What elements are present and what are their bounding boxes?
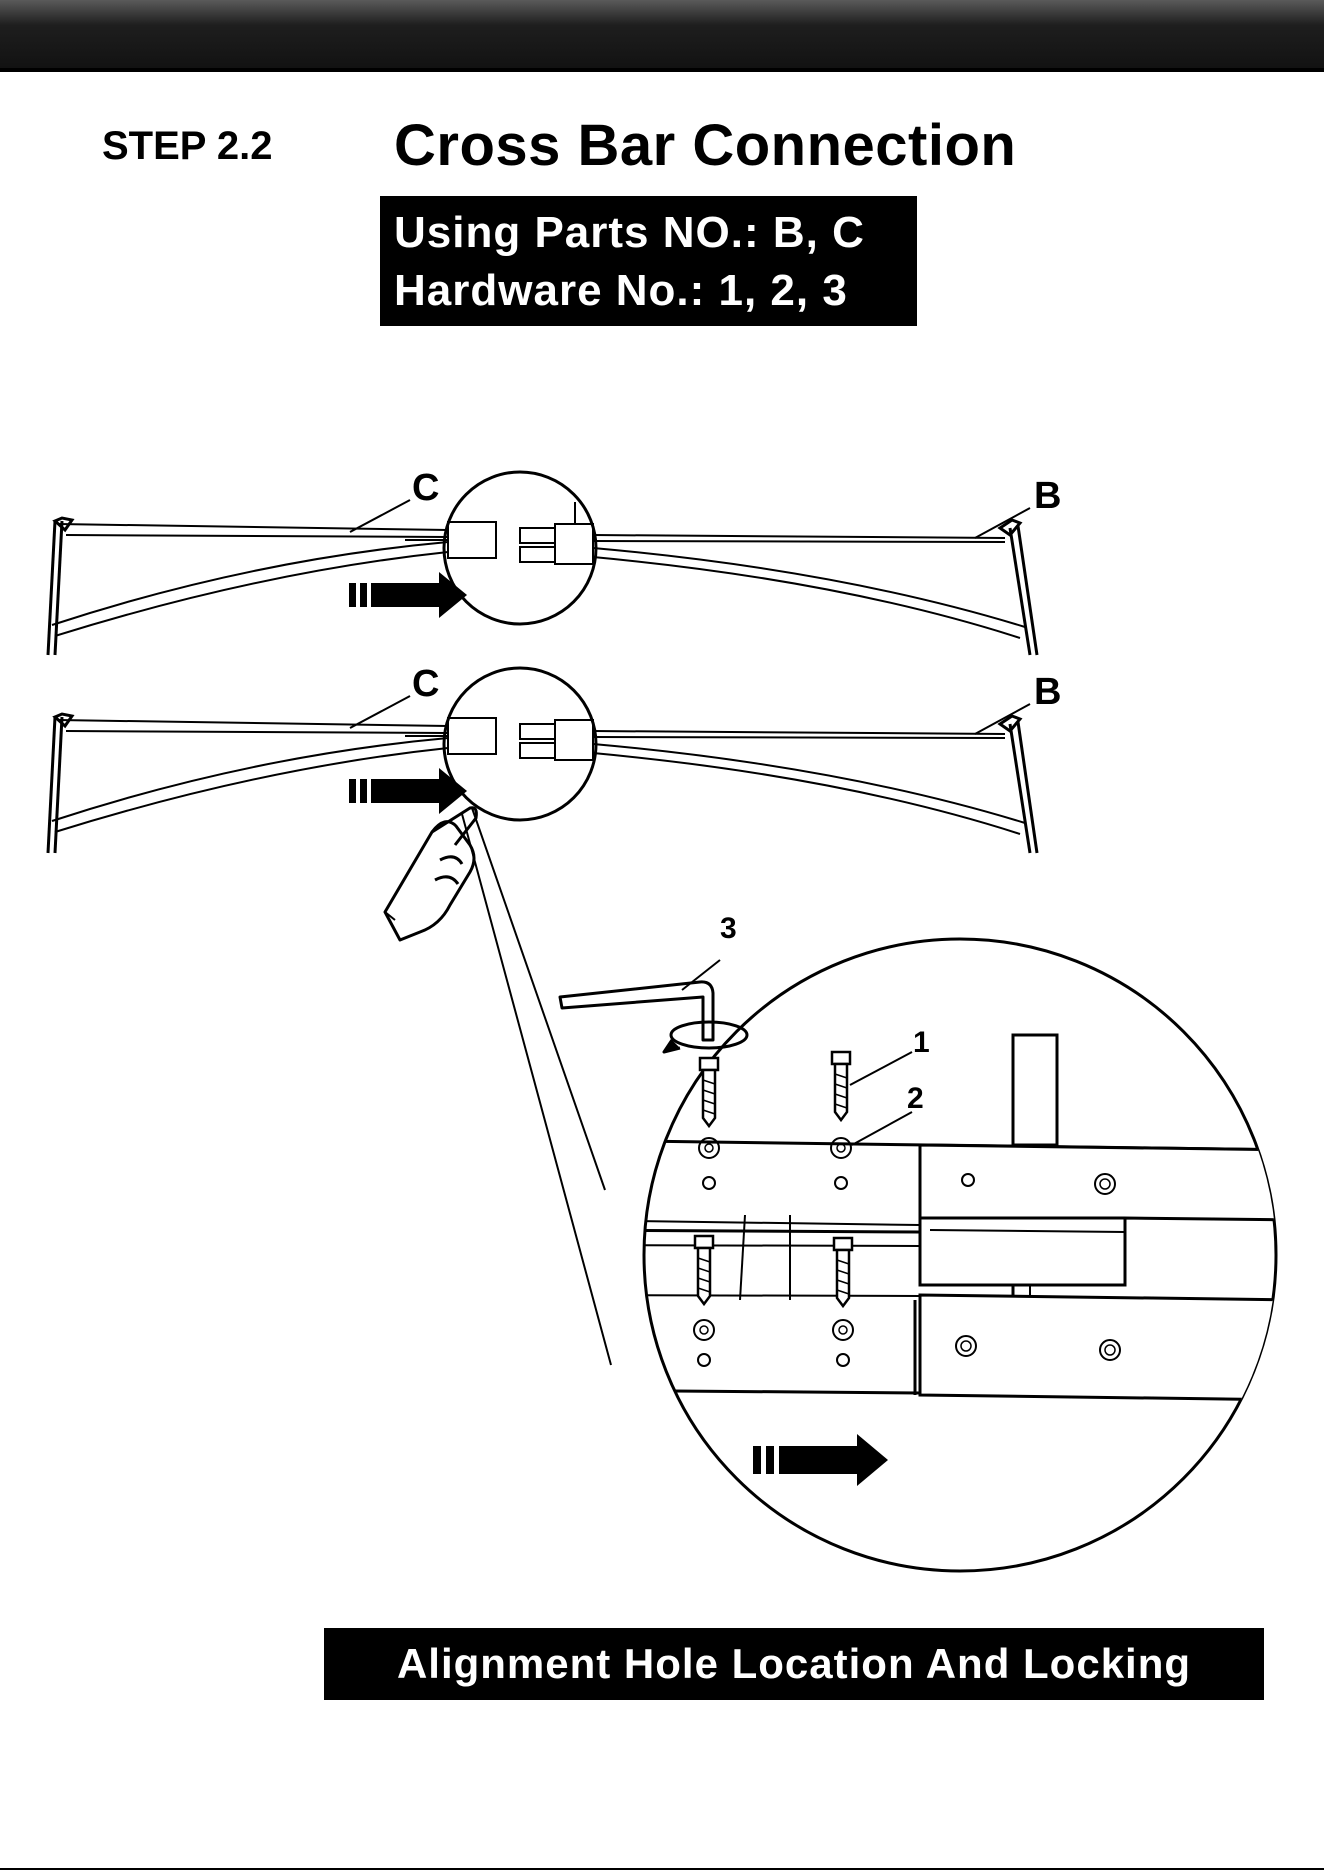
allen-key-icon [560, 982, 747, 1052]
part-label-b-top: B [1034, 475, 1061, 517]
frame-top [48, 472, 1037, 655]
part-label-c-top: C [412, 467, 439, 509]
callout-washer: 2 [907, 1082, 924, 1115]
callout-bolt: 1 [913, 1026, 930, 1059]
callout-tool: 3 [720, 912, 737, 945]
footer-caption: Alignment Hole Location And Locking [324, 1628, 1264, 1700]
pointing-hand-icon [385, 808, 476, 940]
part-label-b-middle: B [1034, 671, 1061, 713]
zoom-detail [560, 939, 1300, 1571]
bottom-rule [0, 1868, 1324, 1870]
part-label-c-middle: C [412, 663, 439, 705]
